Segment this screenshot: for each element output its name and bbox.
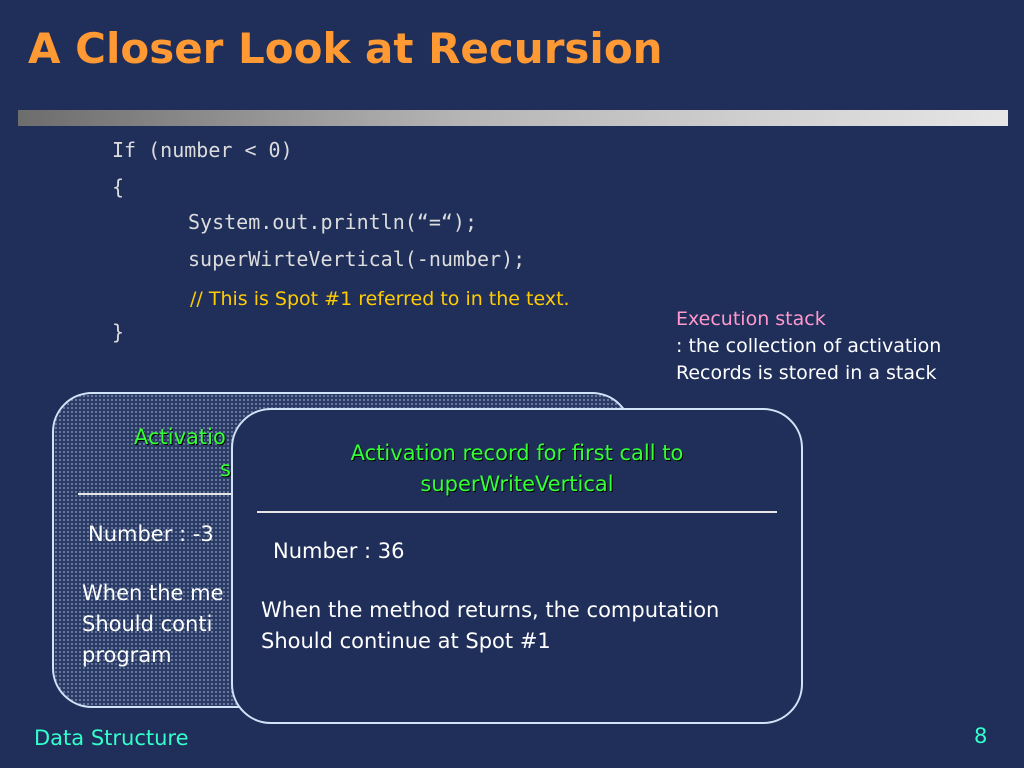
title-divider [18, 110, 1008, 126]
code-line-if: If (number < 0) [112, 138, 293, 162]
record-back-number: Number : -3 [88, 522, 214, 546]
footer-course-name: Data Structure [34, 726, 189, 750]
execution-stack-heading: Execution stack [676, 308, 826, 330]
code-line-close-brace: } [112, 320, 125, 344]
code-line-open-brace: { [112, 175, 125, 199]
record-front-divider [257, 511, 777, 513]
record-front-return-line-1: When the method returns, the computation [261, 598, 720, 622]
execution-stack-text-1: : the collection of activation [676, 335, 942, 357]
page-number: 8 [974, 724, 988, 748]
execution-stack-text-2: Records is stored in a stack [676, 362, 937, 384]
record-front-number: Number : 36 [273, 539, 405, 563]
execution-stack-note: Execution stack : the collection of acti… [676, 306, 941, 387]
record-back-return-line-1: When the me [82, 581, 224, 605]
record-back-return-line-3: program [82, 643, 172, 667]
record-back-title-line-1: Activatio [134, 425, 226, 449]
code-line-println: System.out.println(“=“); [188, 210, 477, 234]
record-back-return-line-2: Should conti [82, 612, 213, 636]
record-back-title-line-2: s [220, 457, 231, 481]
activation-record-front: Activation record for first call to supe… [231, 408, 803, 724]
record-front-return-line-2: Should continue at Spot #1 [261, 629, 551, 653]
code-line-recursive-call: superWirteVertical(-number); [188, 247, 526, 271]
record-front-title-line-1: Activation record for first call to [350, 441, 684, 465]
code-comment-spot-1: // This is Spot #1 referred to in the te… [190, 288, 570, 310]
record-front-title-line-2: superWriteVertical [420, 472, 614, 496]
slide-title: A Closer Look at Recursion [28, 24, 663, 73]
